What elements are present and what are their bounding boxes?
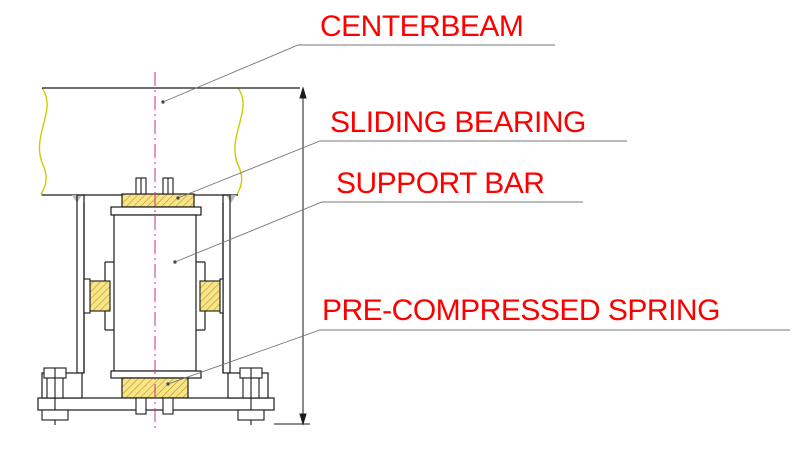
side-spring-left — [89, 280, 111, 312]
sliding-bearing-bolts — [135, 177, 174, 195]
leader-pre-compressed-spring — [167, 329, 790, 385]
side-bar-right — [222, 194, 231, 374]
leader-sliding-bearing — [177, 140, 627, 199]
anchor-bolts — [41, 367, 265, 425]
centerbeam-break-left — [38, 87, 48, 196]
dimension-line — [274, 86, 310, 426]
side-springs — [83, 278, 224, 314]
side-bar-left — [76, 194, 85, 374]
leader-lines — [161, 44, 790, 386]
label-centerbeam: CENTERBEAM — [320, 10, 524, 43]
label-sliding-bearing: SLIDING BEARING — [330, 106, 586, 139]
leader-centerbeam — [162, 44, 555, 103]
side-spring-right — [199, 280, 221, 312]
leader-support-bar — [174, 201, 583, 263]
label-pre-compressed-spring: PRE-COMPRESSED SPRING — [322, 294, 720, 327]
top-plate — [110, 206, 202, 216]
centerbeam-break-right — [234, 87, 244, 196]
label-support-bar: SUPPORT BAR — [336, 167, 545, 200]
sliding-bearing — [121, 177, 195, 208]
